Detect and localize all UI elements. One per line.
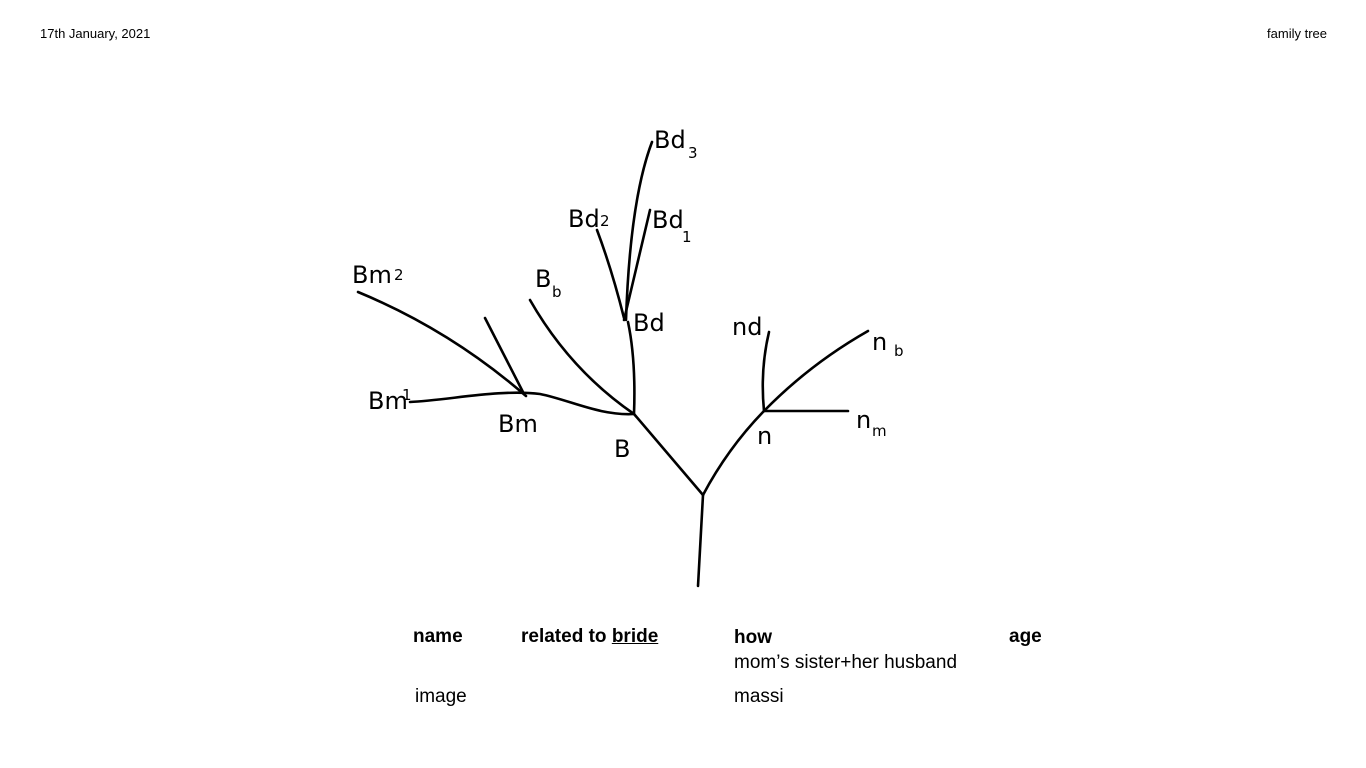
node-label-bd3: Bd	[654, 126, 686, 154]
node-label-b: B	[614, 435, 630, 463]
branch-n-to-nd	[761, 330, 771, 413]
node-label-nm-sub: m	[872, 422, 887, 440]
header-related-prefix: related to	[521, 626, 612, 647]
header-age: age	[1009, 626, 1042, 647]
branch-b-to-bm	[408, 391, 636, 416]
header-name: name	[413, 626, 463, 647]
header-how: how	[734, 627, 772, 648]
node-label-bm2: Bm	[352, 261, 392, 289]
node-label-bm1-sub: 1	[402, 386, 412, 404]
node-label-bm1: Bm	[368, 387, 408, 415]
header-date: 17th January, 2021	[40, 26, 151, 41]
row-name: image	[415, 686, 467, 707]
node-label-nb-sub: b	[894, 342, 904, 360]
branch-to-b	[632, 412, 705, 497]
branch-n-to-nb	[762, 329, 870, 413]
branch-bd-to-bd3	[624, 140, 654, 322]
node-label-bd2: Bd	[568, 205, 600, 233]
node-label-bd2-sub: 2	[600, 212, 610, 230]
node-label-n: n	[757, 422, 772, 450]
node-label-nm: n	[856, 406, 871, 434]
row-how-line1: mom’s sister+her husband	[734, 652, 958, 673]
trunk-line	[696, 493, 705, 588]
node-label-nb: n	[872, 328, 887, 356]
node-label-bb: B	[535, 265, 551, 293]
node-label-bb-sub: b	[552, 283, 562, 301]
header-title: family tree	[1267, 26, 1327, 41]
node-label-bd3-sub: 3	[688, 144, 698, 162]
branch-bm-extra	[483, 316, 526, 396]
node-label-bm: Bm	[498, 410, 538, 438]
node-label-bd1: Bd	[652, 206, 684, 234]
header-related-word: bride	[611, 626, 659, 647]
branch-to-n	[701, 409, 766, 497]
branch-bm-to-bm2	[356, 290, 528, 398]
node-label-bm2-sub: 2	[394, 266, 404, 284]
node-label-bd1-sub: 1	[682, 228, 692, 246]
node-label-bd: Bd	[633, 309, 665, 337]
row-how-line2: massi	[734, 686, 784, 707]
branch-b-to-bb	[528, 298, 636, 416]
branch-bd-to-bd2	[595, 228, 626, 320]
branch-bd-to-bd1	[622, 208, 652, 322]
node-label-nd: nd	[732, 313, 762, 341]
branch-b-to-bd	[626, 320, 636, 416]
header-related-to: related to bride	[521, 626, 658, 648]
